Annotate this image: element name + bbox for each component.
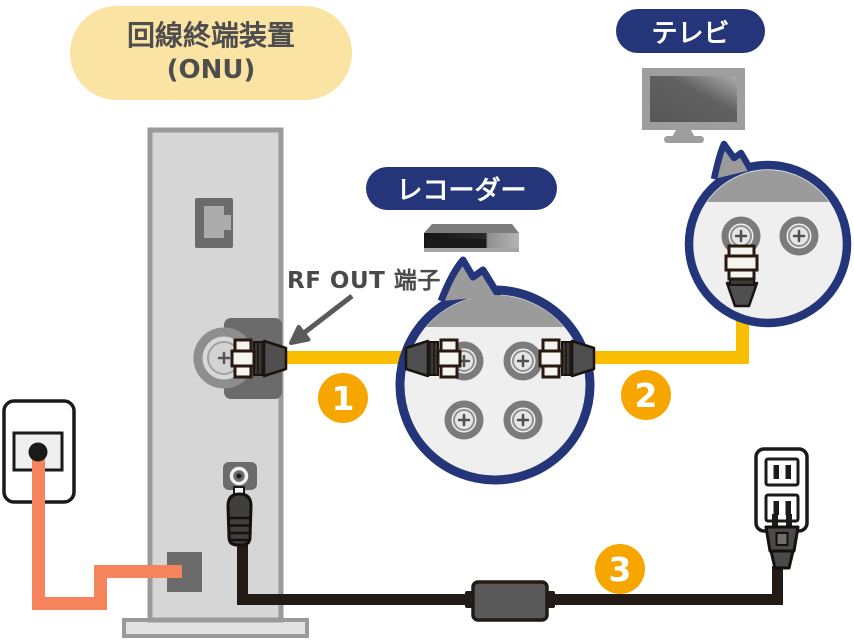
coax-terminal [507,345,539,377]
coax-cable-1 [286,351,404,364]
dc-power-plug [226,486,253,547]
recorder-in-connector [404,338,462,379]
recorder-icon [424,224,519,252]
onu-device [122,127,309,638]
bubble-tail [437,256,502,303]
onu-ethernet-jack [204,206,231,238]
recorder-out-connector [538,338,596,379]
tv-icon [642,68,745,143]
coax-terminal [448,404,480,436]
rf-out-arrow-icon [289,294,354,345]
tv-in-connector [724,244,759,308]
tv-zoom-bubble [684,140,852,328]
power-adapter-brick [465,580,555,622]
ac-power-plug [764,514,800,570]
power-wall-outlet [754,447,809,533]
optical-fiber-cable [32,452,182,610]
bubble-tail [710,140,754,180]
rf-out-connector [230,338,288,379]
optical-outlet-hole [28,442,48,462]
onu-dc-jack-pin [236,473,242,479]
coax-terminal [507,404,539,436]
recorder-zoom-bubble [395,256,596,485]
coax-terminal [783,220,815,252]
